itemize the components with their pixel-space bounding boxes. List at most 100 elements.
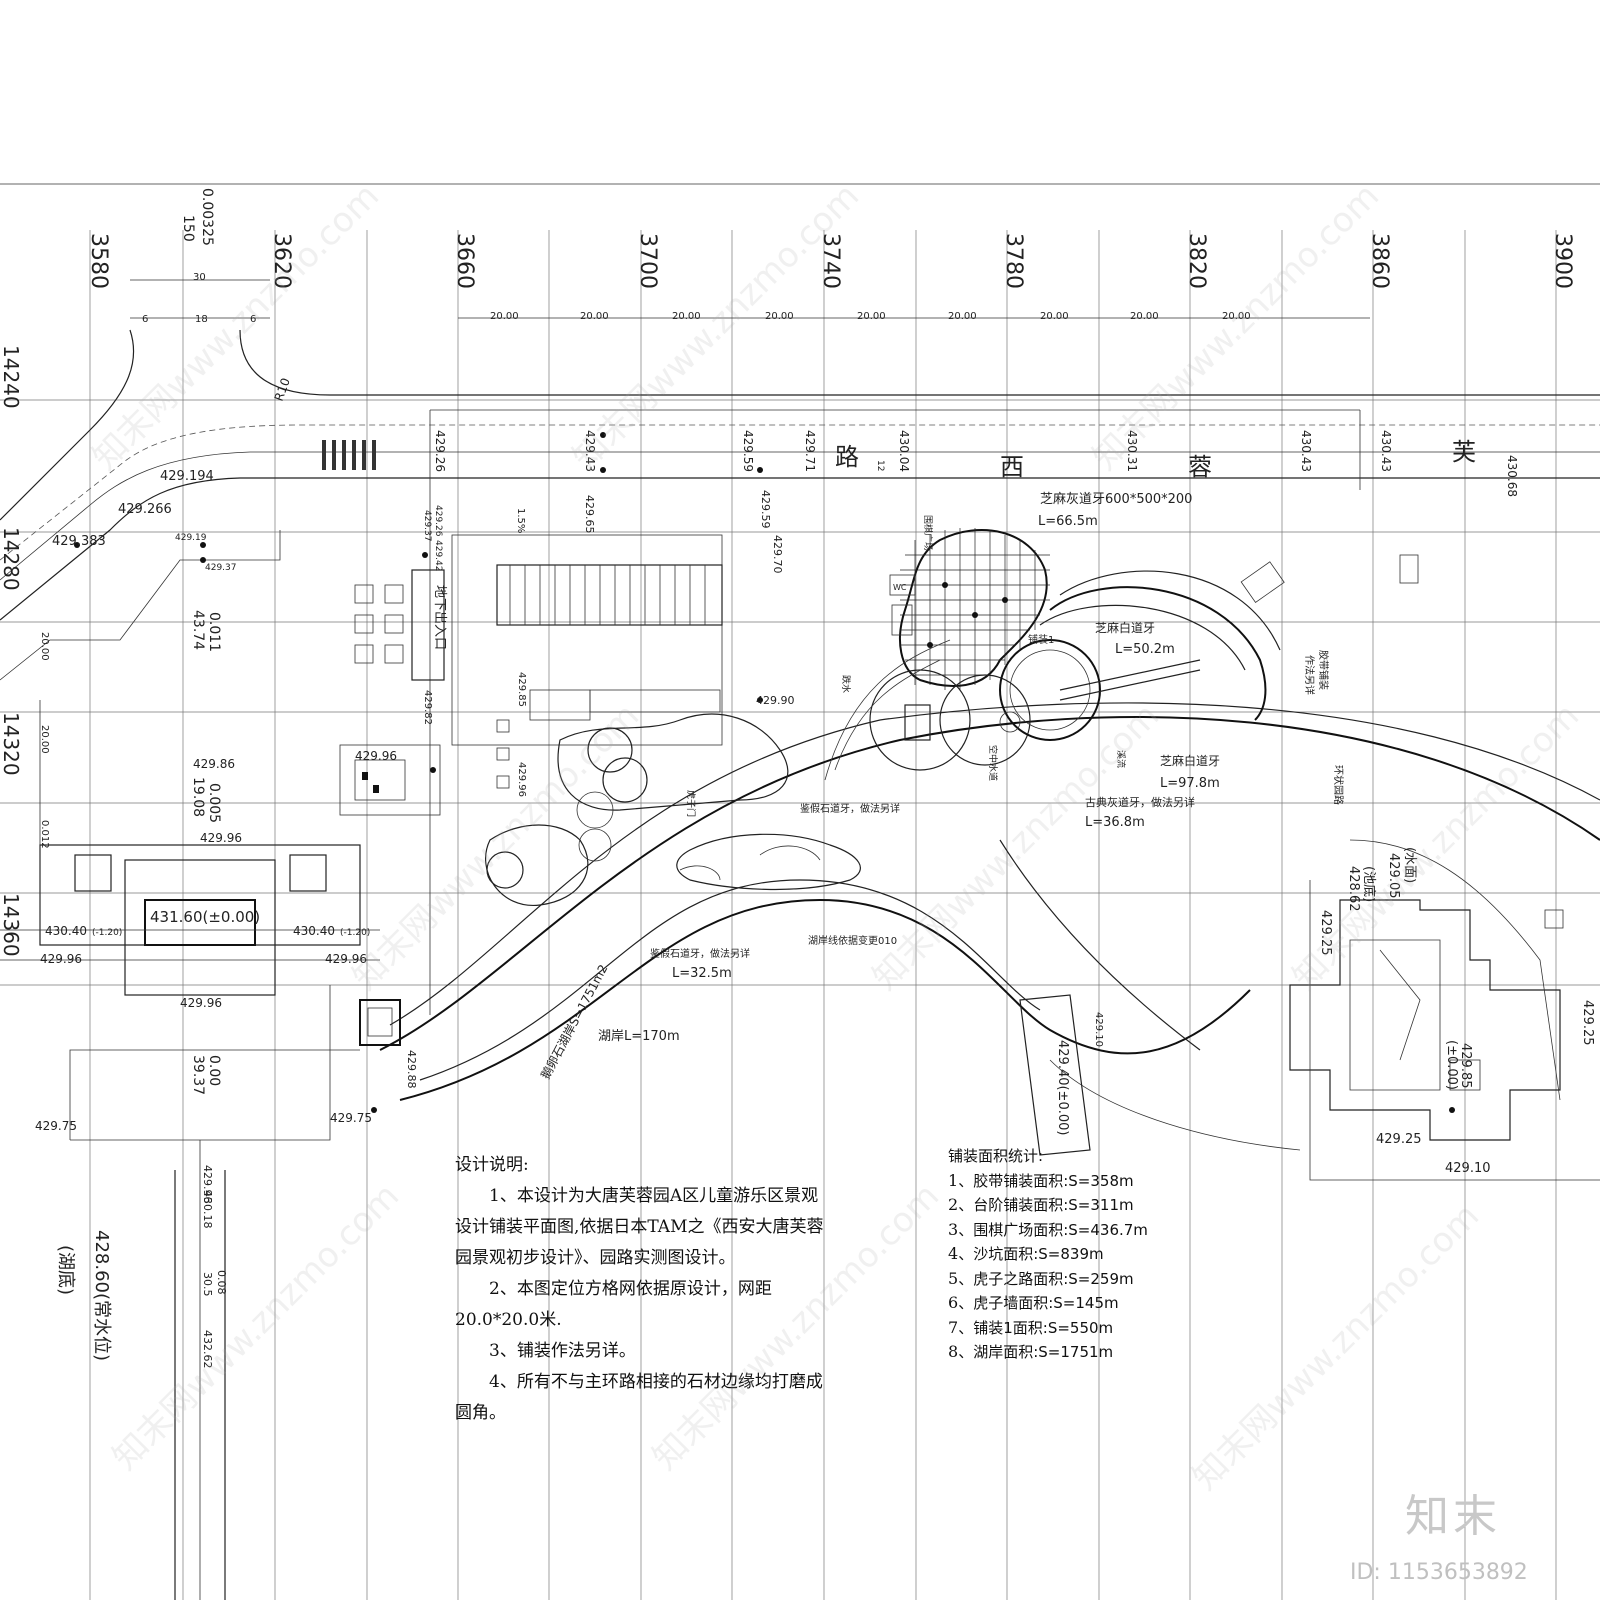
y-label-14240: 14240 xyxy=(0,345,23,409)
lake-shore xyxy=(379,702,1600,1151)
road-elev-4: 429.26 xyxy=(433,430,447,472)
south-elev-3: 432.62 xyxy=(201,1330,214,1369)
side-dim-3: 20.00 xyxy=(39,632,50,661)
road-elev-1: 429.194 xyxy=(160,469,214,484)
stats-row: 5、虎子之路面积:S=259m xyxy=(948,1268,1134,1288)
notes-item-2: 2、本图定位方格网依据原设计，网距20.0*20.0米. xyxy=(455,1279,772,1330)
road-small-9: 1.5% xyxy=(515,508,526,533)
x-label-3700: 3700 xyxy=(635,233,660,289)
x-label-3580: 3580 xyxy=(86,233,111,289)
stats-index: 1 xyxy=(948,1170,959,1190)
parking-elev-4: 429.96 xyxy=(516,762,527,797)
image-id: ID: 1153653892 xyxy=(1350,1560,1528,1585)
stats-value: S=311m xyxy=(1068,1196,1134,1214)
side-dim-7: 0.00 xyxy=(206,1055,222,1086)
plaza-elev-7: 429.75 xyxy=(35,1119,77,1133)
spacing-9: 20.00 xyxy=(1222,311,1251,322)
parking-elev-2: 429.82 xyxy=(422,690,433,725)
top-dim-f: 6 xyxy=(250,314,256,325)
road-char-1: 路 xyxy=(835,443,859,471)
road-small-7: 429.59 xyxy=(759,490,772,529)
plaza-elev-6: 429.86 xyxy=(193,757,235,771)
plaza-building xyxy=(0,744,441,996)
plaza-elev-4: 429.96 xyxy=(180,996,222,1010)
stats-label: 铺装1面积: xyxy=(973,1318,1048,1337)
stats-value: S=436.7m xyxy=(1068,1220,1148,1239)
ann-curb-grey-len: L=66.5m xyxy=(1038,514,1098,529)
road-elev-6: 429.59 xyxy=(741,430,755,472)
right-building xyxy=(1289,839,1600,1181)
notes-item-4: 4、所有不与主环路相接的石材边缘均打磨成圆角。 xyxy=(455,1372,823,1423)
pool-bottom: (池底) xyxy=(1361,866,1377,902)
ann-curb-white-2-len: L=97.8m xyxy=(1160,776,1220,791)
top-dim-a: 0.00325 xyxy=(199,188,215,246)
brand-logo: 知末 xyxy=(1405,1491,1501,1542)
side-dim-4: 20.00 xyxy=(39,725,50,754)
annotations: 芝麻灰道牙600*500*200 L=66.5m 芝麻白道牙 L=50.2m 芝… xyxy=(537,491,1345,1081)
water-elev: 429.05 xyxy=(1386,853,1401,899)
road-small-4: 429.37 xyxy=(422,510,432,542)
stats-index: 2 xyxy=(948,1195,959,1214)
spacing-2: 20.00 xyxy=(580,311,609,322)
side-dim-6: 19.08 xyxy=(190,777,206,817)
ann-curb-white: 芝麻白道牙 xyxy=(1095,620,1155,635)
plaza-side-right-rel: (-1.20) xyxy=(340,928,370,938)
water-level: 428.60(常水位) xyxy=(91,1230,112,1361)
road-elev-2: 429.266 xyxy=(118,502,172,517)
pool-elev: 428.62 xyxy=(1346,866,1361,912)
ann-tape-paving-2: 作法另详 xyxy=(1303,655,1316,695)
gate-elev: 429.88 xyxy=(405,1050,418,1089)
spacing-3: 20.00 xyxy=(672,311,701,322)
stats-index: 5 xyxy=(948,1268,959,1288)
road-elev-11: 430.43 xyxy=(1379,430,1393,472)
notes-item-3: 3、铺装作法另详。 xyxy=(489,1341,636,1361)
top-dim-b: 150 xyxy=(180,215,196,242)
plaza-side-right: 430.40 xyxy=(293,924,335,938)
side-dim-9: 0.012 xyxy=(39,820,50,849)
ann-curb-white-len: L=50.2m xyxy=(1115,642,1175,657)
parking-labels: 地下出入口 429.85 429.82 429.90 429.96 xyxy=(422,585,795,797)
stats-label: 虎子之路面积: xyxy=(973,1269,1069,1288)
spacing-7: 20.00 xyxy=(1040,311,1069,322)
stats-value: S=550m xyxy=(1047,1318,1114,1337)
top-dim-c: 30 xyxy=(193,272,206,283)
stats-value: S=145m xyxy=(1053,1294,1119,1312)
ann-stone-1: 鉴假石道牙，做法另详 xyxy=(800,802,900,815)
right-elev-d: 429.10 xyxy=(1445,1161,1491,1176)
stats-label: 胶带铺装面积: xyxy=(973,1171,1069,1190)
x-label-3620: 3620 xyxy=(269,233,294,289)
road-elev-8: 430.04 xyxy=(897,430,911,472)
road-elev-10: 430.43 xyxy=(1299,430,1313,472)
stats-row: 1、胶带铺装面积:S=358m xyxy=(948,1170,1134,1190)
side-dims: 0.011 43.74 20.00 20.00 0.005 19.08 0.00… xyxy=(39,610,222,1095)
ann-drop: 跌水 xyxy=(840,675,852,693)
stats-row: 3、围棋广场面积:S=436.7m xyxy=(948,1219,1148,1239)
spacing-1: 20.00 xyxy=(490,311,519,322)
right-elev-a: 429.25 xyxy=(1318,910,1333,956)
ann-curb-white-2: 芝麻白道牙 xyxy=(1160,753,1220,768)
ann-pebble-shore: 鹅卵石湖岸S=1751m2 xyxy=(537,962,610,1082)
south-path xyxy=(174,999,401,1600)
plaza-elev-5: 429.96 xyxy=(355,749,397,763)
ann-curb-grey: 芝麻灰道牙600*500*200 xyxy=(1040,491,1192,507)
road-furong-west xyxy=(0,329,1600,1015)
ann-stream: 溪流 xyxy=(1115,750,1127,768)
spacing-8: 20.00 xyxy=(1130,311,1159,322)
elevation-markers xyxy=(74,432,1455,1113)
playground xyxy=(485,713,861,906)
plaza-center: 431.60(±0.00) xyxy=(150,908,260,926)
road-elev-7: 429.71 xyxy=(803,430,817,472)
top-dims: 0.00325 150 30 6 18 6 20.00 20.00 20.00 … xyxy=(142,188,1251,325)
vertical-grid-lines xyxy=(89,230,1557,1600)
top-dim-d: 6 xyxy=(142,314,148,325)
stats-value: S=1751m xyxy=(1038,1343,1114,1361)
road-small-2: 429.37 xyxy=(205,563,237,573)
road-small-5: 429.42 xyxy=(433,540,443,572)
road-elev-9: 430.31 xyxy=(1125,430,1139,472)
road-char-4: 芙 xyxy=(1452,438,1476,466)
south-elev-1: 429.96 xyxy=(201,1165,214,1204)
stats-value: S=259m xyxy=(1068,1269,1134,1288)
road-labels: 路 西 蓉 芙 R10 429.194 429.266 429.383 429.… xyxy=(52,376,1519,573)
right-elev-b: 429.85 xyxy=(1458,1043,1473,1089)
paving-area-stats: 铺装面积统计: 1、胶带铺装面积:S=358m 2、台阶铺装面积:S=311m … xyxy=(948,1145,1208,1366)
